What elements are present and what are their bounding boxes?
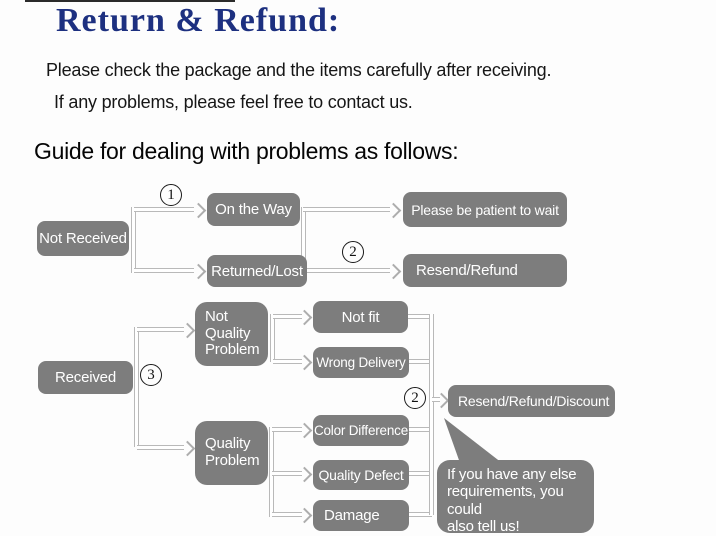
connector-to-on-the-way xyxy=(134,207,194,212)
connector-to-color-difference xyxy=(272,427,302,432)
intro-line-2: If any problems, please feel free to con… xyxy=(54,92,413,112)
badge-step-1: 1 xyxy=(160,184,182,206)
arrowhead-icon xyxy=(296,309,313,326)
arrowhead-icon xyxy=(296,466,313,483)
arrowhead-icon xyxy=(385,202,402,219)
connector-damage-out xyxy=(408,512,432,517)
connector-to-wrong-delivery xyxy=(273,359,302,364)
node-returned-lost: Returned/Lost xyxy=(207,255,307,287)
node-on-the-way: On the Way xyxy=(207,193,300,226)
badge-step-2-discount: 2 xyxy=(404,387,426,409)
node-please-be-patient: Please be patient to wait xyxy=(403,192,567,227)
arrowhead-icon xyxy=(179,322,196,339)
node-received: Received xyxy=(38,361,133,394)
connector-to-damage xyxy=(272,512,302,517)
node-quality-defect: Quality Defect xyxy=(313,460,409,490)
badge-step-2: 2 xyxy=(342,241,364,263)
arrowhead-icon xyxy=(385,263,402,280)
connector-not-fit-out xyxy=(408,314,432,319)
connector-to-resend-refund-discount xyxy=(432,397,440,402)
connector-to-not-fit xyxy=(273,314,302,319)
connector-wrong-delivery-out xyxy=(408,359,432,364)
connector-not-received-split xyxy=(131,207,136,273)
connector-quality-defect-out xyxy=(408,471,432,476)
top-border-line xyxy=(25,0,235,2)
connector-to-returned-lost xyxy=(134,268,194,273)
node-quality-problem: Quality Problem xyxy=(195,421,268,485)
arrowhead-icon xyxy=(296,422,313,439)
connector-to-please-wait xyxy=(303,207,390,212)
node-not-fit: Not fit xyxy=(313,301,408,333)
connector-to-quality-defect xyxy=(272,471,302,476)
arrowhead-icon xyxy=(179,440,196,457)
arrowhead-icon xyxy=(296,507,313,524)
bubble-tail xyxy=(444,418,502,463)
intro-line-1: Please check the package and the items c… xyxy=(46,60,552,80)
connector-to-resend-refund xyxy=(307,268,390,273)
arrowhead-icon xyxy=(433,392,450,409)
connector-color-difference-out xyxy=(408,427,432,432)
node-damage: Damage xyxy=(313,500,409,531)
page-title: Return & Refund: xyxy=(56,2,341,39)
node-not-received: Not Received xyxy=(37,221,129,256)
node-wrong-delivery: Wrong Delivery xyxy=(313,347,409,378)
note-bubble: If you have any else requirements, you c… xyxy=(437,460,594,535)
badge-step-3: 3 xyxy=(140,364,162,386)
arrowhead-icon xyxy=(190,263,207,280)
connector-collector-bus xyxy=(429,314,434,515)
arrowhead-icon xyxy=(296,354,313,371)
connector-to-quality-problem xyxy=(137,445,184,450)
node-not-quality-problem: Not Quality Problem xyxy=(195,302,268,366)
connector-mid-bus xyxy=(301,207,306,271)
node-resend-refund-discount: Resend/Refund/Discount xyxy=(448,385,615,417)
connector-to-not-quality-problem xyxy=(137,327,184,332)
node-color-difference: Color Difference xyxy=(313,415,409,446)
arrowhead-icon xyxy=(190,202,207,219)
connector-received-split xyxy=(134,327,139,447)
connector-nqp-split xyxy=(270,314,275,362)
node-resend-refund: Resend/Refund xyxy=(403,254,567,287)
guide-heading: Guide for dealing with problems as follo… xyxy=(34,138,459,164)
